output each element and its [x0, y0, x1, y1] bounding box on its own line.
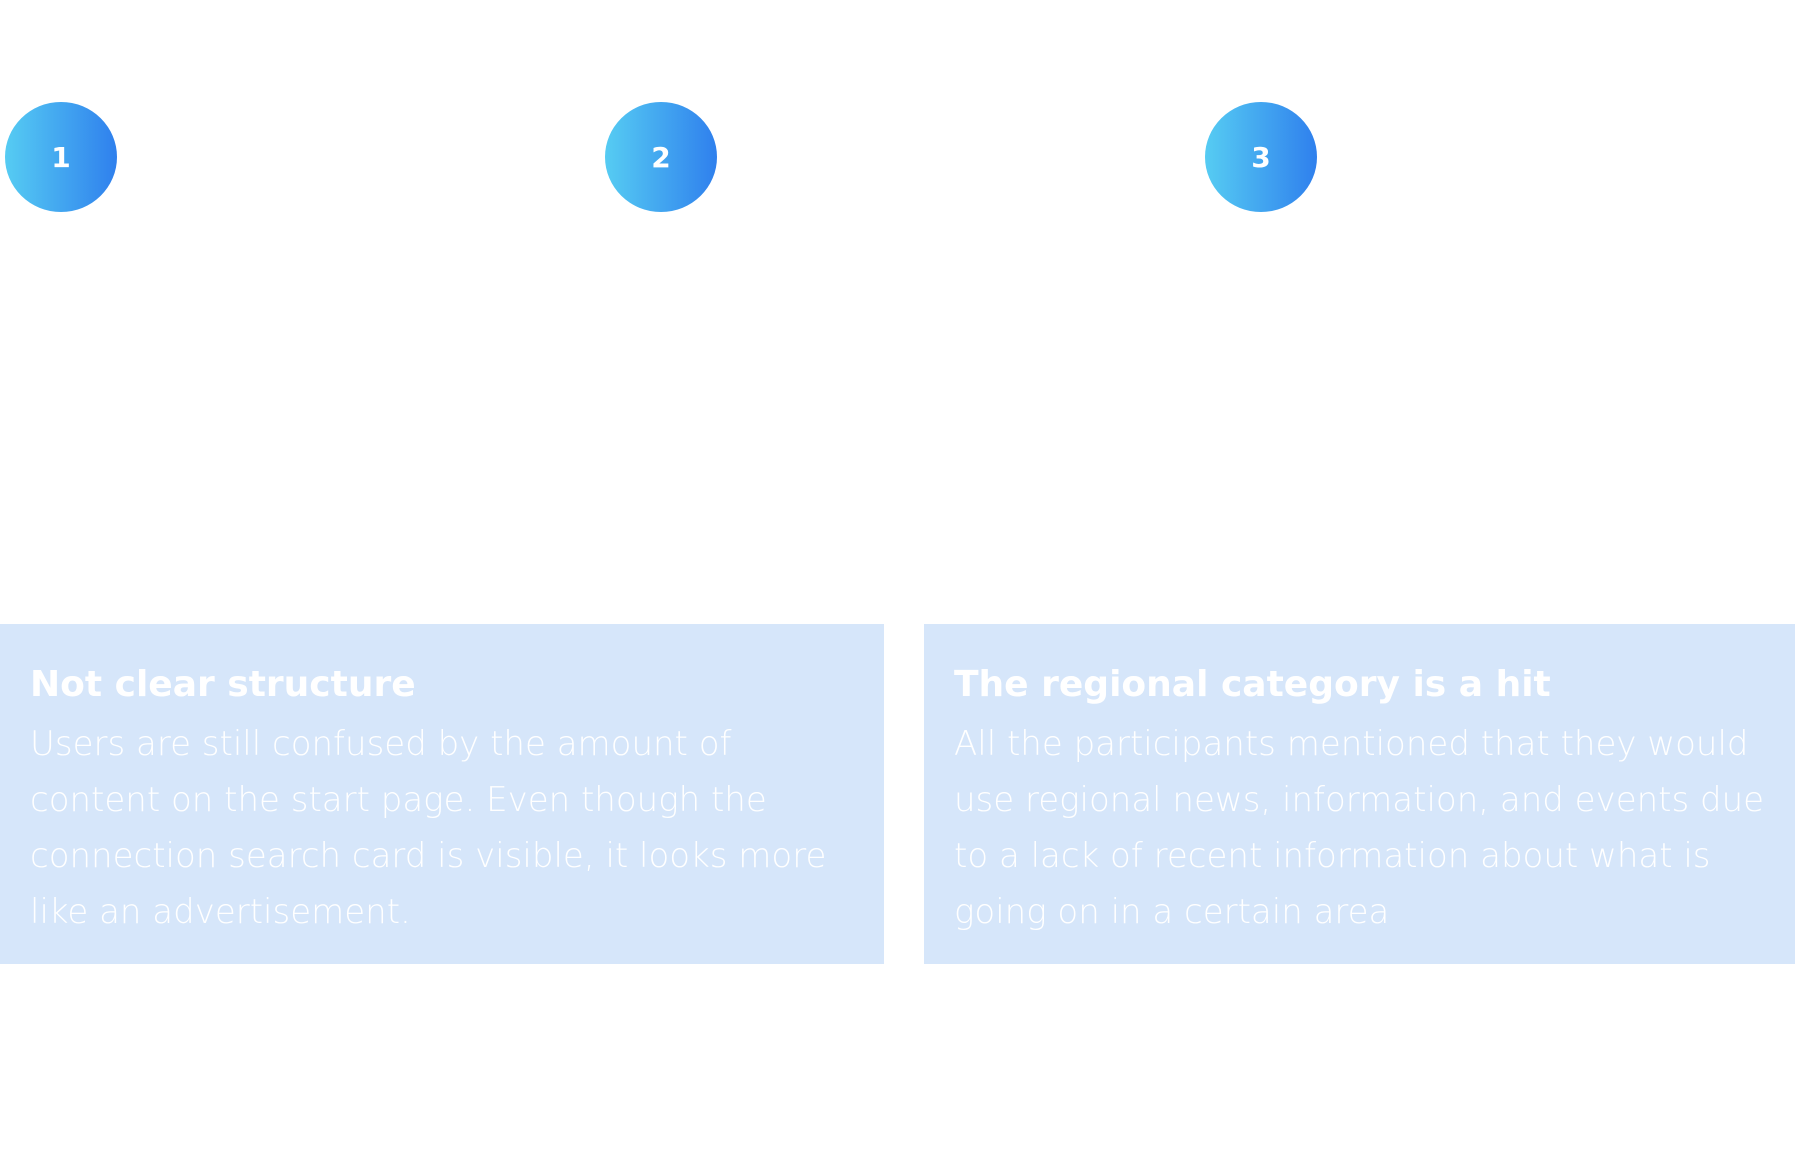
step-number: 3	[1251, 140, 1271, 174]
finding-card-regional: The regional category is a hit All the p…	[924, 624, 1795, 964]
step-badge-3: 3	[1205, 102, 1317, 212]
step-number: 1	[51, 140, 71, 174]
step-badge-1: 1	[5, 102, 117, 212]
step-number: 2	[651, 140, 671, 174]
card-body: All the participants mentioned that they…	[954, 724, 1765, 932]
finding-card-structure: Not clear structure Users are still conf…	[0, 624, 884, 964]
card-title: The regional category is a hit	[954, 664, 1551, 705]
card-body: Users are still confused by the amount o…	[30, 724, 827, 932]
step-badge-2: 2	[605, 102, 717, 212]
card-title: Not clear structure	[30, 664, 416, 705]
